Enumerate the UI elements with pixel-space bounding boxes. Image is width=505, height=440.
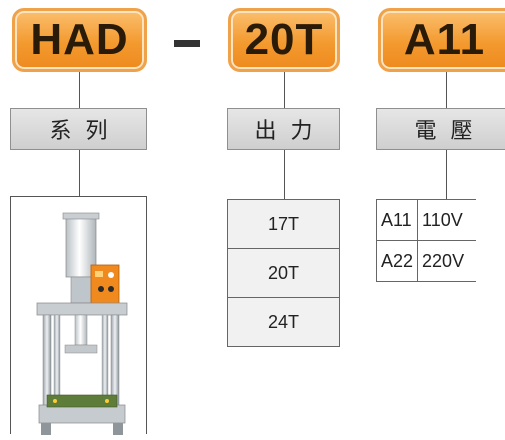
force-option: 17T [227, 199, 340, 249]
voltage-code: A11 [375, 199, 419, 241]
connector-line [446, 150, 447, 199]
voltage-value: 110V [417, 199, 477, 241]
voltage-value: 220V [417, 240, 477, 282]
series-code-badge: HAD [12, 8, 147, 72]
force-options-table: 17T 20T 24T [227, 199, 340, 347]
voltage-code: A22 [375, 240, 419, 282]
hydraulic-press-machine-icon [36, 212, 128, 435]
force-option: 24T [227, 297, 340, 347]
series-label: 系列 [10, 108, 147, 150]
product-photo [10, 196, 147, 435]
force-code-badge: 20T [228, 8, 340, 72]
force-option: 20T [227, 248, 340, 298]
connector-line [284, 72, 285, 108]
voltage-code-text: A11 [403, 15, 486, 64]
voltage-row: A22 220V [375, 240, 477, 282]
voltage-label: 電壓 [376, 108, 505, 150]
series-code-text: HAD [30, 15, 129, 64]
connector-line [284, 150, 285, 199]
force-code-text: 20T [244, 15, 324, 64]
voltage-code-badge: A11 [378, 8, 505, 72]
force-label: 出力 [227, 108, 340, 150]
connector-line [446, 72, 447, 108]
voltage-row: A11 110V [375, 199, 477, 241]
connector-line [79, 150, 80, 196]
voltage-options-table: A11 110V A22 220V [375, 199, 477, 282]
separator-dash [174, 40, 200, 47]
connector-line [79, 72, 80, 108]
